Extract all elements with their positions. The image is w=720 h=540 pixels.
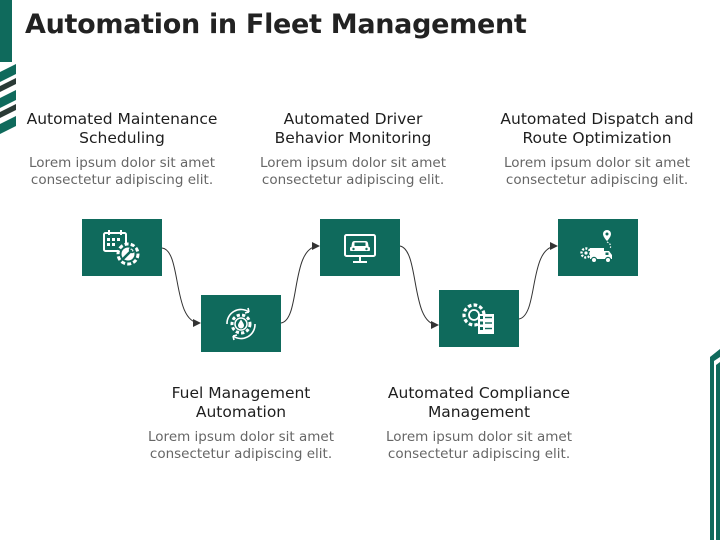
step-heading: Automated Maintenance Scheduling (26, 110, 218, 147)
left-edge-decoration (0, 0, 16, 134)
driver-icon-box (320, 219, 400, 276)
step-heading: Automated Dispatch and Route Optimizatio… (500, 110, 694, 147)
step-description: Lorem ipsum dolor sit amet consectetur a… (504, 155, 690, 188)
car-monitor-icon (344, 233, 376, 263)
dispatch-icon-box (558, 219, 638, 276)
fuel-icon-box (201, 295, 281, 352)
slide-title: Automation in Fleet Management (25, 9, 527, 40)
step-description: Lorem ipsum dolor sit amet consectetur a… (386, 429, 572, 462)
step-heading: Automated Compliance Management (387, 384, 571, 421)
step-description: Lorem ipsum dolor sit amet consectetur a… (29, 155, 215, 188)
connector-1-2 (161, 247, 201, 327)
step-maintenance-text: Automated Maintenance Scheduling Lorem i… (22, 110, 222, 189)
step-fuel-text: Fuel Management Automation Lorem ipsum d… (141, 384, 341, 463)
maintenance-icon-box (82, 219, 162, 276)
step-heading: Fuel Management Automation (171, 384, 311, 421)
connector-3-4 (399, 245, 439, 329)
step-driver-text: Automated Driver Behavior Monitoring Lor… (253, 110, 453, 189)
checklist-gear-icon (462, 302, 494, 334)
step-dispatch-text: Automated Dispatch and Route Optimizatio… (497, 110, 697, 189)
step-heading: Automated Driver Behavior Monitoring (274, 110, 432, 147)
step-description: Lorem ipsum dolor sit amet consectetur a… (148, 429, 334, 462)
step-description: Lorem ipsum dolor sit amet consectetur a… (260, 155, 446, 188)
connector-4-5 (518, 242, 558, 320)
delivery-truck-location-icon (580, 229, 612, 263)
fuel-drop-gear-icon (226, 307, 256, 340)
step-compliance-text: Automated Compliance Management Lorem ip… (379, 384, 579, 463)
right-edge-decoration (710, 349, 720, 540)
calendar-gear-wrench-icon (103, 229, 140, 265)
compliance-icon-box (439, 290, 519, 347)
connector-2-3 (280, 242, 320, 324)
